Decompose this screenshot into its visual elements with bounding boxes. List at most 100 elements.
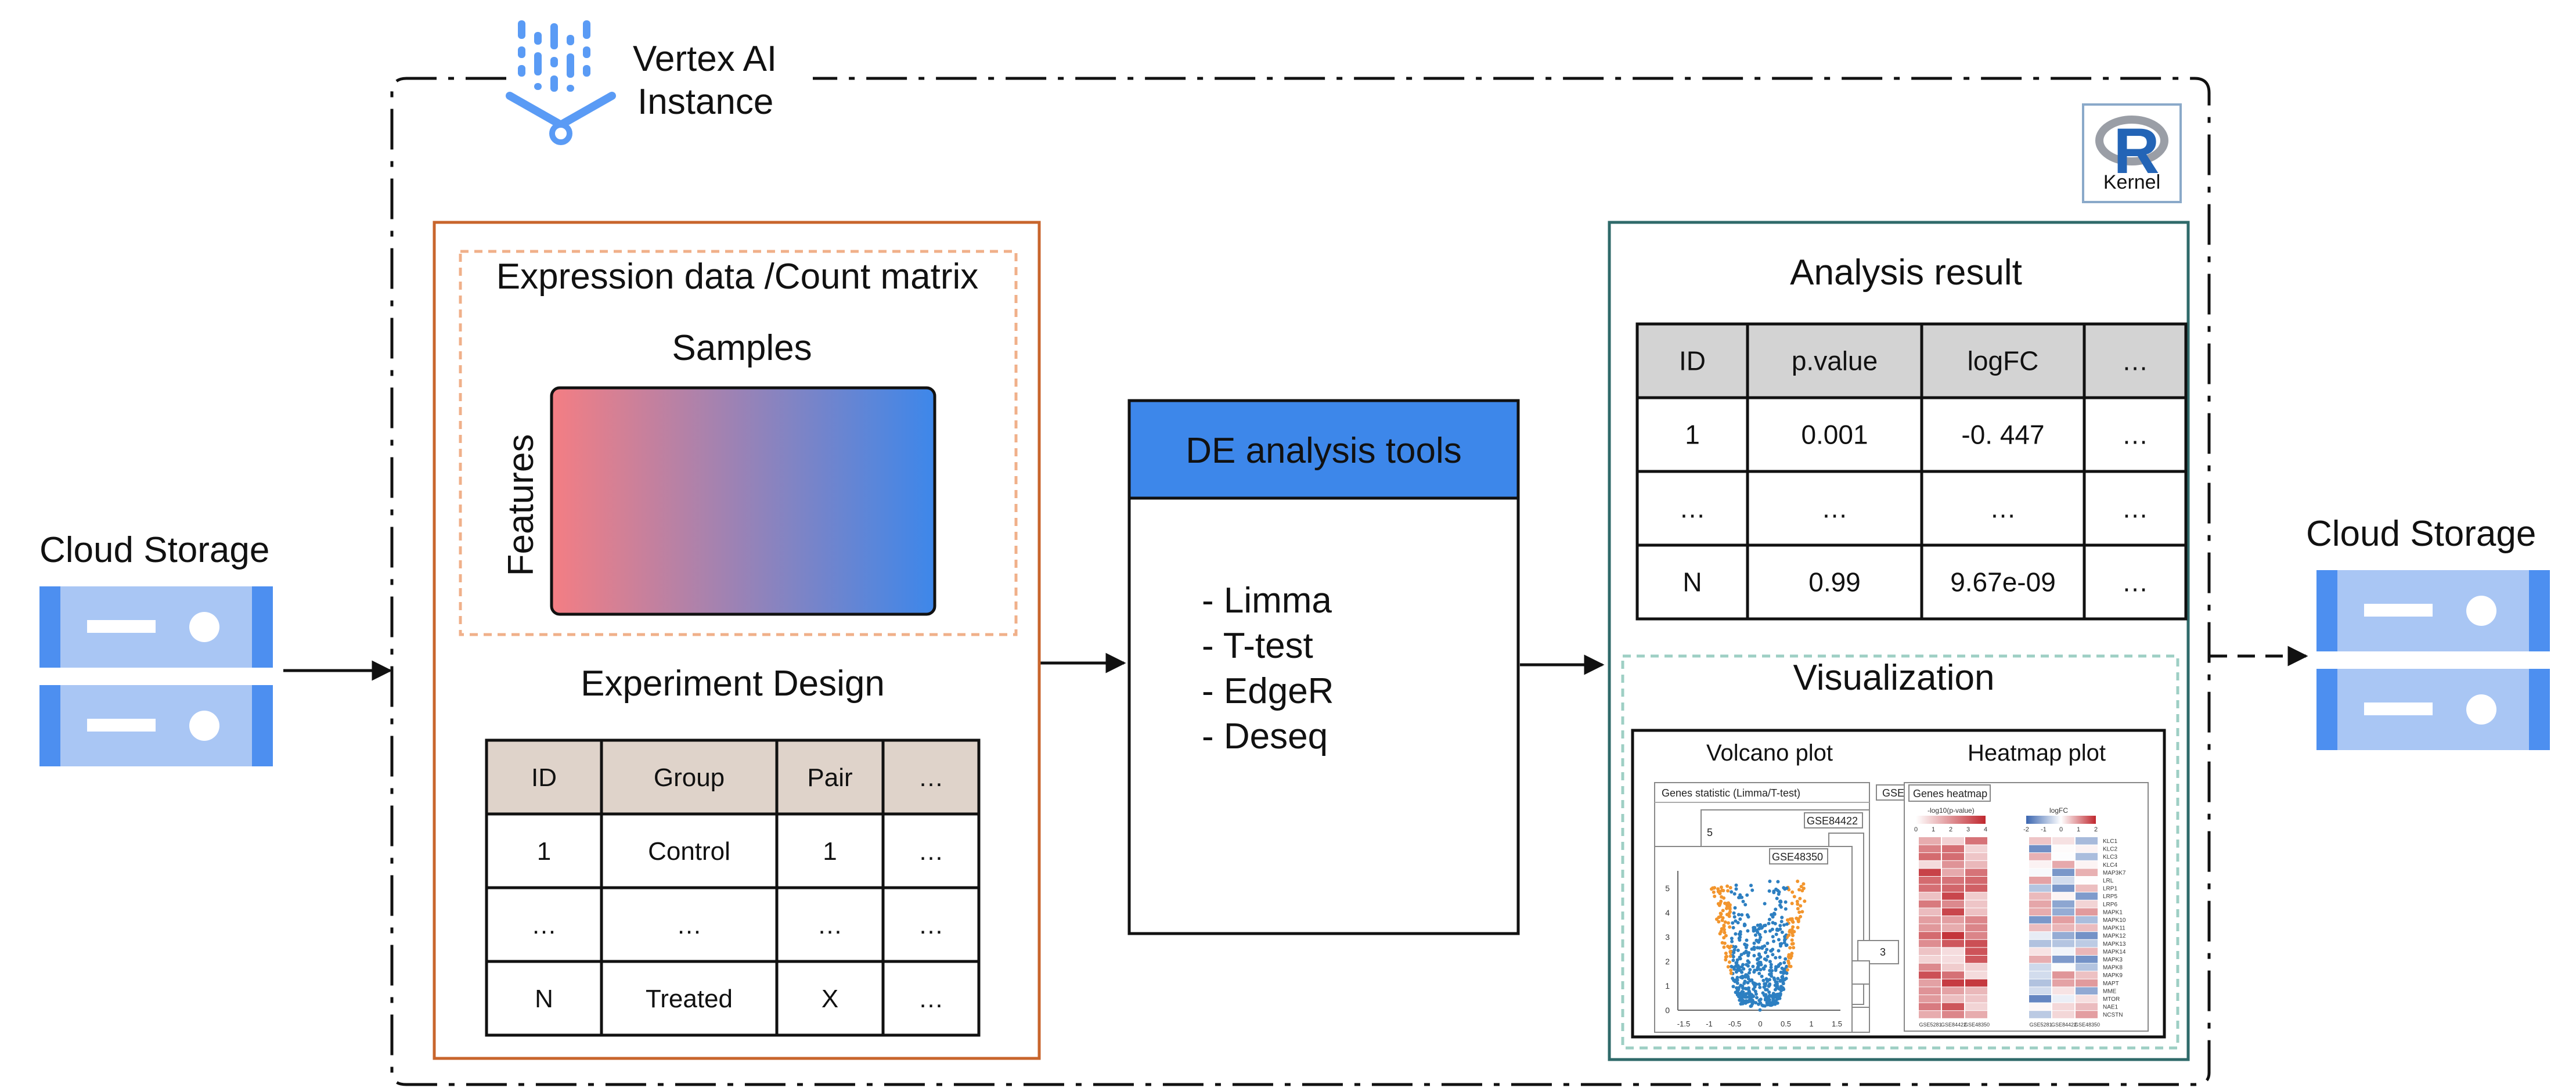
volcano-point <box>1789 956 1793 960</box>
heatmap-cell <box>2052 964 2074 971</box>
volcano-point <box>1725 884 1730 888</box>
heatmap-cell <box>2052 877 2074 884</box>
vertex-instance-boundary <box>390 77 2211 1086</box>
design-cell: … <box>676 911 702 939</box>
volcano-point <box>1748 971 1751 975</box>
heatmap-cell <box>2052 956 2074 963</box>
volcano-point <box>1800 910 1804 914</box>
volcano-point <box>1789 964 1793 968</box>
heatmap-cell <box>2052 1003 2074 1011</box>
heatmap-cell <box>2052 916 2074 924</box>
count-matrix-gradient <box>550 386 936 616</box>
volcano-point <box>1731 977 1735 981</box>
design-header-cell: Group <box>654 763 725 792</box>
result-header-cell: logFC <box>1968 346 2039 376</box>
volcano-point <box>1785 964 1789 968</box>
heatmap-cell <box>1919 995 1941 1003</box>
volcano-y-tick: 2 <box>1665 957 1670 966</box>
volcano-point <box>1750 999 1754 1002</box>
heatmap-cell <box>1942 932 1964 939</box>
cloud-storage-right-label: Cloud Storage <box>2306 514 2536 554</box>
heatmap-legend-left-bar <box>1916 816 1986 824</box>
volcano-point <box>1766 1000 1770 1004</box>
design-cell: Treated <box>646 985 733 1013</box>
volcano-point <box>1740 895 1744 899</box>
volcano-point <box>1759 997 1763 1001</box>
heatmap-cell <box>2076 963 2098 971</box>
volcano-point <box>1734 961 1738 965</box>
volcano-point <box>1762 985 1766 989</box>
volcano-point <box>1720 895 1724 899</box>
volcano-point <box>1802 882 1806 886</box>
heatmap-cell <box>2029 995 2051 1003</box>
volcano-point <box>1741 986 1745 990</box>
volcano-point <box>1767 889 1771 893</box>
volcano-point <box>1787 953 1791 957</box>
heatmap-cell <box>1942 908 1964 916</box>
heatmap-cell <box>2076 971 2098 979</box>
analysis-result-title: Analysis result <box>1790 253 2022 293</box>
heatmap-cell <box>2052 837 2074 845</box>
heatmap-legend-tick: -1 <box>2041 826 2047 833</box>
volcano-point <box>1773 921 1777 925</box>
volcano-point <box>1796 920 1800 924</box>
volcano-point <box>1774 965 1778 970</box>
heatmap-cell <box>2052 884 2074 892</box>
volcano-point <box>1729 945 1733 948</box>
volcano-point <box>1735 989 1739 993</box>
heatmap-cell <box>1965 995 1987 1003</box>
heatmap-cell <box>1919 853 1941 860</box>
heatmap-cell <box>2076 956 2098 963</box>
volcano-point <box>1756 961 1760 965</box>
volcano-point <box>1757 971 1761 975</box>
heatmap-cell <box>2029 979 2051 987</box>
heatmap-cell <box>1942 853 1964 860</box>
design-header-cell: ID <box>531 763 557 792</box>
heatmap-cell <box>2052 892 2074 900</box>
volcano-point <box>1734 887 1738 891</box>
heatmap-legend-tick: 0 <box>1914 826 1918 833</box>
volcano-point <box>1776 928 1780 932</box>
heatmap-cell <box>2029 1011 2051 1018</box>
volcano-point <box>1763 944 1767 948</box>
volcano-point <box>1781 982 1785 986</box>
volcano-point <box>1732 967 1736 971</box>
heatmap-cell <box>1965 884 1987 892</box>
volcano-point <box>1797 910 1802 914</box>
volcano-point <box>1776 977 1780 981</box>
volcano-point <box>1800 889 1804 893</box>
heatmap-gene-label: MAPK3 <box>2103 957 2123 963</box>
heatmap-cell <box>2029 908 2051 916</box>
heatmap-cell <box>2076 932 2098 939</box>
volcano-point <box>1735 981 1739 985</box>
volcano-point <box>1782 968 1786 972</box>
volcano-point <box>1785 922 1789 926</box>
result-cell: N <box>1682 567 1702 597</box>
features-label: Features <box>501 434 541 577</box>
volcano-point <box>1781 975 1785 978</box>
heatmap-gene-label: NCSTN <box>2103 1012 2123 1018</box>
result-cell: … <box>1990 493 2016 524</box>
volcano-point <box>1803 899 1807 903</box>
heatmap-cell <box>2052 900 2074 908</box>
volcano-point <box>1737 896 1741 899</box>
volcano-point <box>1762 993 1766 997</box>
volcano-point <box>1742 951 1746 955</box>
heatmap-cell <box>2029 916 2051 924</box>
heatmap-cell <box>1919 979 1941 987</box>
heatmap-cell <box>1942 939 1964 948</box>
heatmap-cell <box>1919 900 1941 908</box>
volcano-point <box>1799 885 1803 888</box>
volcano-point <box>1751 964 1755 968</box>
volcano-point <box>1779 905 1783 909</box>
volcano-point <box>1734 970 1738 974</box>
volcano-point <box>1786 918 1789 922</box>
volcano-point <box>1731 925 1735 930</box>
volcano-point <box>1768 978 1771 982</box>
volcano-point <box>1757 946 1761 950</box>
volcano-point <box>1752 948 1756 951</box>
result-header-bg <box>1637 324 2186 398</box>
heatmap-cell <box>2052 860 2074 869</box>
volcano-point <box>1752 941 1756 945</box>
